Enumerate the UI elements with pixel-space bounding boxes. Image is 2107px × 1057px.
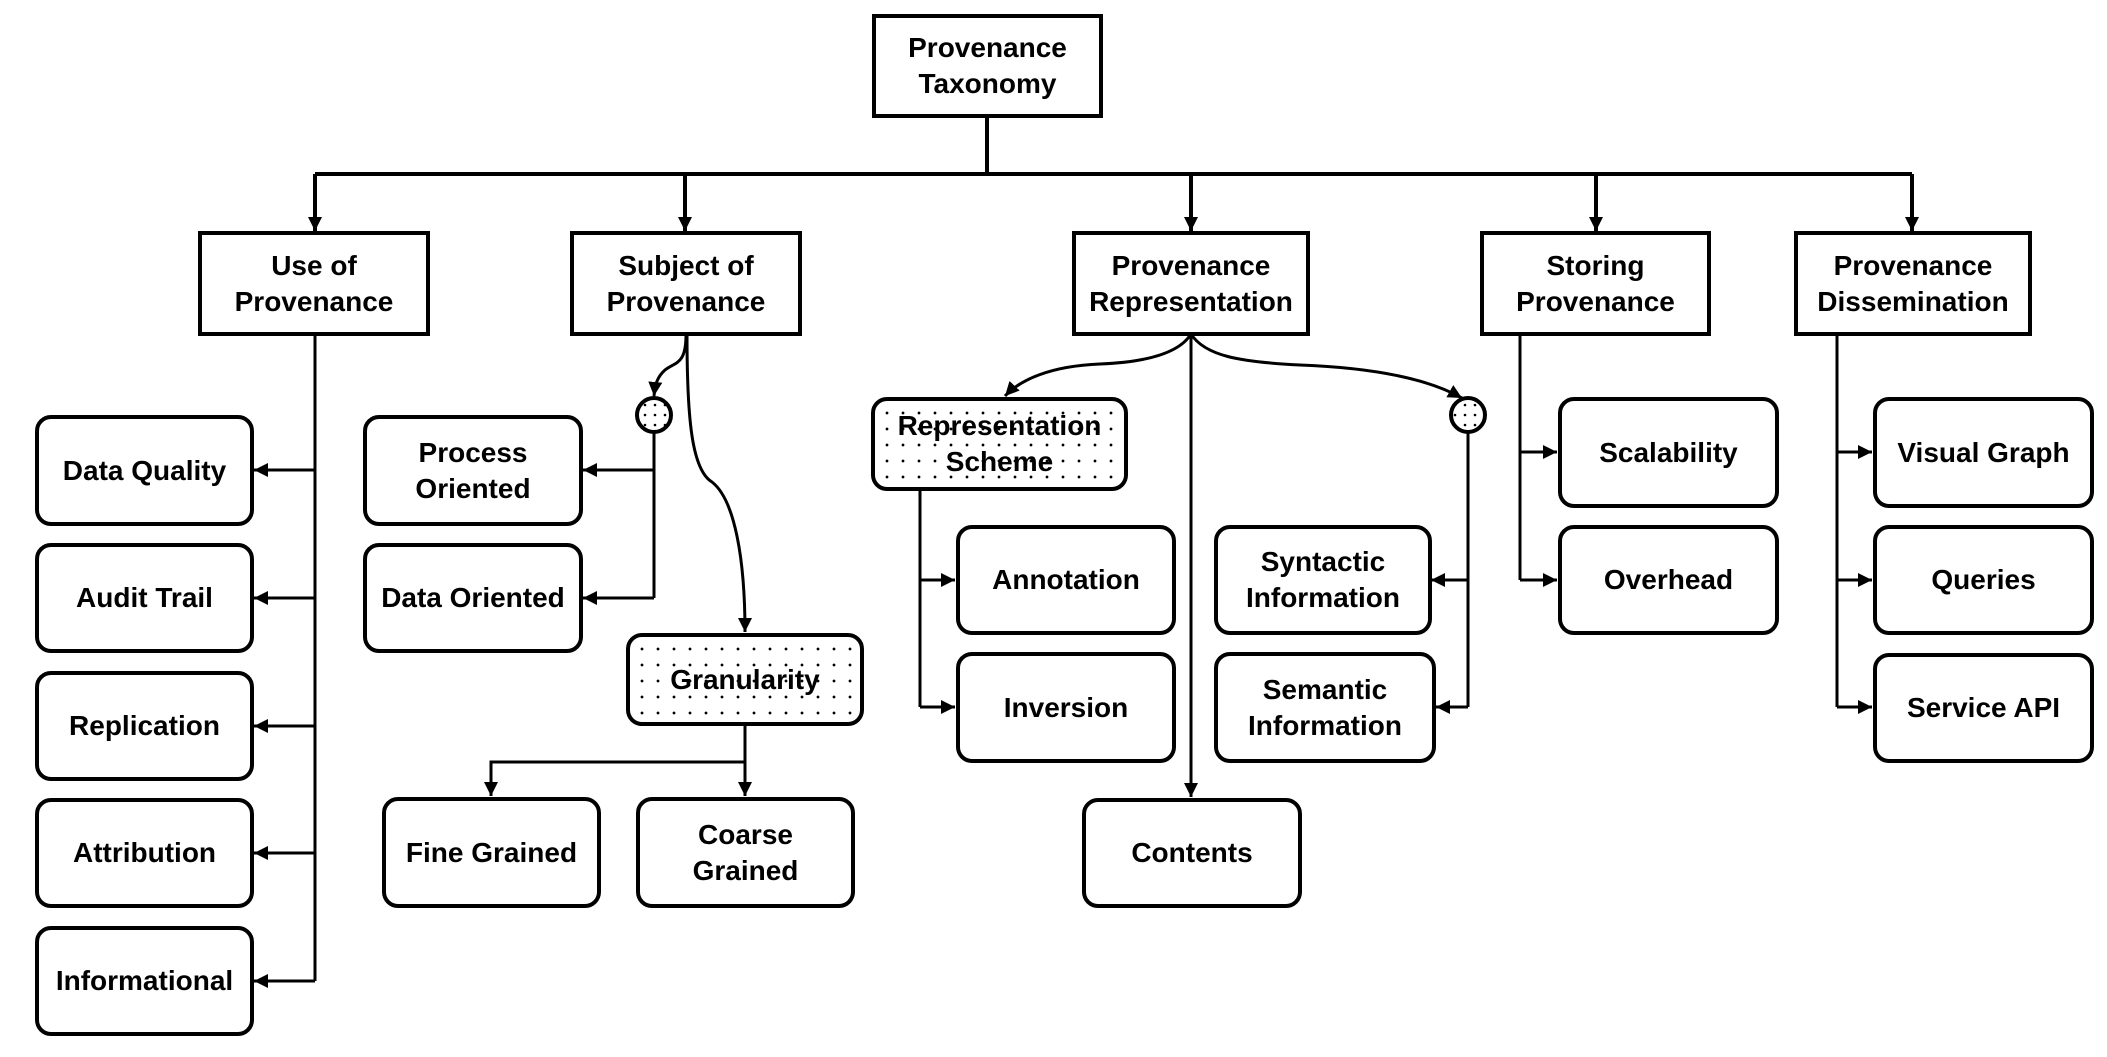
leaf-data-oriented[interactable]: Data Oriented (363, 543, 583, 653)
root-line1: Provenance (908, 32, 1067, 63)
leaf-label: Attribution (72, 837, 217, 868)
leaf-contents[interactable]: Contents (1082, 798, 1302, 908)
leaf-label: Visual Graph (1897, 436, 2070, 468)
category-use-line1: Use of (271, 249, 357, 281)
leaf-syntactic-information[interactable]: Syntactic Information (1214, 525, 1432, 635)
node-representation-scheme[interactable]: Representation Scheme (871, 397, 1128, 491)
category-representation-line2: Representation (1089, 285, 1293, 317)
category-storing-provenance[interactable]: Storing Provenance (1480, 231, 1711, 336)
edge-subject-granularity (685, 334, 752, 633)
root-node-provenance-taxonomy[interactable]: Provenance Taxonomy (872, 14, 1103, 118)
category-subject-line1: Subject of (618, 249, 754, 281)
leaf-label: Data Quality (62, 454, 227, 486)
leaf-label: Fine Grained (405, 836, 578, 868)
leaf-coarse-grained[interactable]: Coarse Grained (636, 797, 855, 908)
category-storing-line2: Provenance (1516, 285, 1675, 317)
leaf-label-line1: Coarse (698, 818, 793, 850)
edge-representation-information (1189, 333, 1463, 400)
leaf-queries[interactable]: Queries (1873, 525, 2094, 635)
leaf-label-line2: Oriented (415, 472, 531, 504)
leaf-overhead[interactable]: Overhead (1558, 525, 1779, 635)
leaf-data-quality[interactable]: Data Quality (35, 415, 254, 526)
leaf-label-line2: Grained (692, 854, 799, 886)
category-subject-line2: Provenance (606, 285, 766, 317)
leaf-visual-graph[interactable]: Visual Graph (1873, 397, 2094, 508)
leaf-label: Data Oriented (381, 582, 565, 613)
leaf-label-line1: Semantic (1262, 673, 1388, 705)
leaf-label: Overhead (1603, 564, 1734, 595)
leaf-label: Service API (1906, 692, 2061, 723)
category-use-line2: Provenance (234, 285, 394, 317)
leaf-attribution[interactable]: Attribution (35, 798, 254, 908)
category-provenance-dissemination[interactable]: Provenance Dissemination (1794, 231, 2032, 336)
leaf-service-api[interactable]: Service API (1873, 653, 2094, 763)
leaf-fine-grained[interactable]: Fine Grained (382, 797, 601, 908)
root-line2: Taxonomy (918, 68, 1057, 99)
category-subject-of-provenance[interactable]: Subject of Provenance (570, 231, 802, 336)
scheme-line2: Scheme (945, 446, 1054, 477)
leaf-process-oriented[interactable]: Process Oriented (363, 415, 583, 526)
edge-subject-orientation (648, 334, 688, 397)
leaf-scalability[interactable]: Scalability (1558, 397, 1779, 508)
leaf-label: Inversion (1003, 691, 1129, 723)
leaf-label: Annotation (992, 564, 1140, 595)
node-granularity[interactable]: Granularity (626, 633, 864, 726)
leaf-label-line1: Process (418, 436, 528, 468)
information-junction-icon (1449, 396, 1487, 434)
leaf-label-line2: Information (1248, 709, 1402, 741)
category-dissemination-line1: Provenance (1833, 249, 1993, 281)
category-use-of-provenance[interactable]: Use of Provenance (198, 231, 430, 336)
category-dissemination-line2: Dissemination (1817, 285, 2009, 317)
leaf-label: Queries (1931, 564, 2036, 595)
orientation-junction-icon (635, 396, 673, 434)
category-representation-line1: Provenance (1111, 249, 1271, 281)
leaf-semantic-information[interactable]: Semantic Information (1214, 652, 1436, 763)
edge-granularity-fine (484, 760, 745, 796)
leaf-label: Informational (55, 965, 234, 996)
leaf-label: Scalability (1599, 436, 1738, 468)
granularity-label: Granularity (670, 663, 820, 695)
leaf-replication[interactable]: Replication (35, 671, 254, 781)
edge-representation-scheme (1003, 333, 1193, 398)
leaf-annotation[interactable]: Annotation (956, 525, 1176, 635)
leaf-label: Audit Trail (76, 582, 213, 613)
scheme-line1: Representation (897, 410, 1102, 441)
leaf-informational[interactable]: Informational (35, 926, 254, 1036)
category-storing-line1: Storing (1546, 249, 1645, 281)
leaf-audit-trail[interactable]: Audit Trail (35, 543, 254, 653)
leaf-label: Contents (1131, 837, 1253, 868)
category-provenance-representation[interactable]: Provenance Representation (1072, 231, 1310, 336)
leaf-inversion[interactable]: Inversion (956, 652, 1176, 763)
leaf-label: Replication (69, 710, 220, 741)
leaf-label-line2: Information (1246, 582, 1400, 613)
leaf-label-line1: Syntactic (1260, 546, 1386, 577)
